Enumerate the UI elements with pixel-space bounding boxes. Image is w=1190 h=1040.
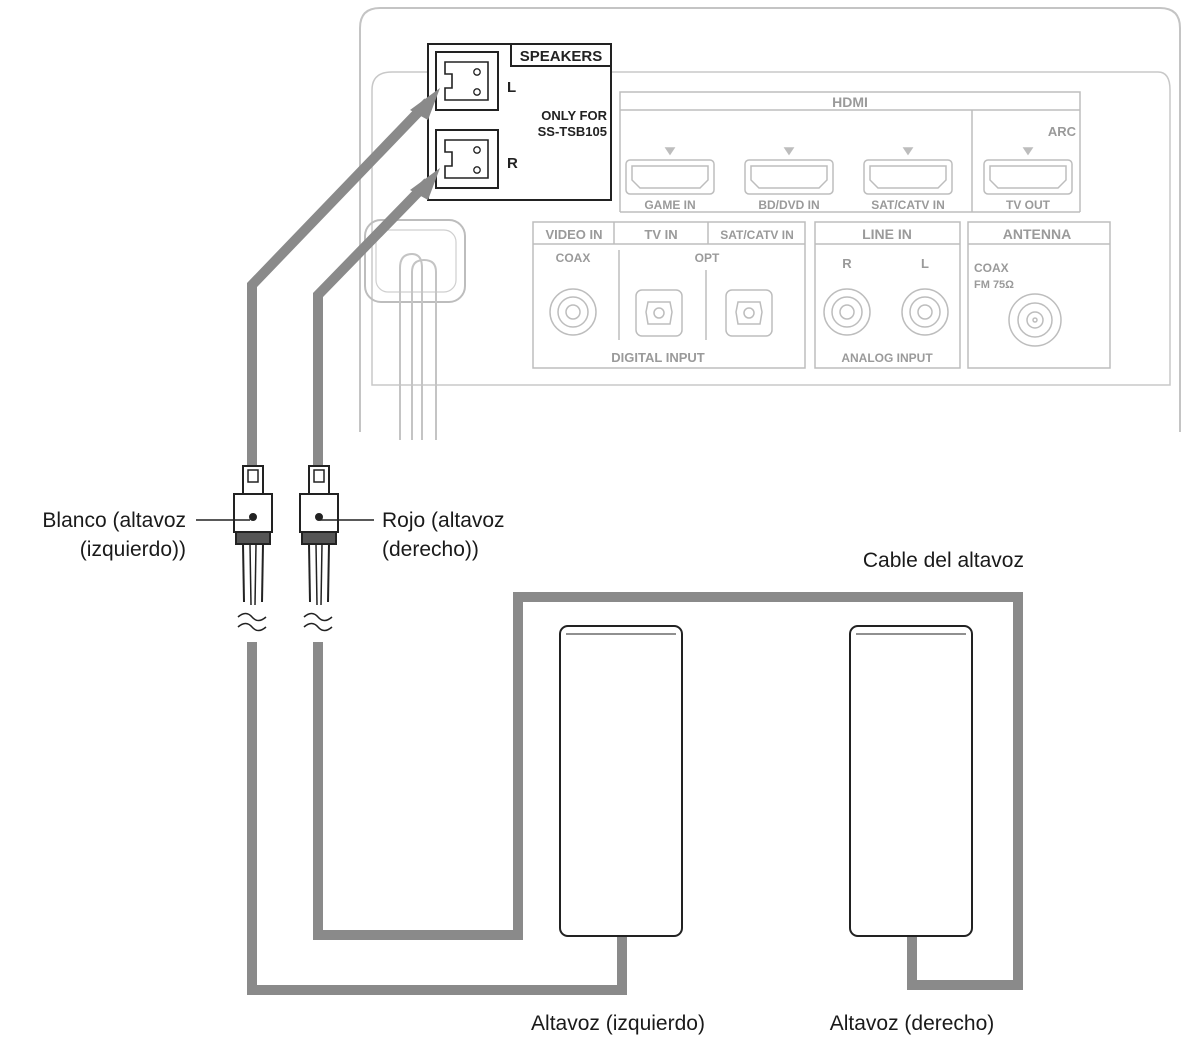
white-cable-label-line2: (izquierdo)) (80, 538, 186, 561)
sat-catv-in-label: SAT/CATV IN (720, 228, 794, 242)
hdmi-port-tv-out[interactable] (983, 147, 1073, 195)
fm-antenna-jack[interactable] (1008, 293, 1062, 347)
red-cable-label-line1: Rojo (altavoz (382, 509, 505, 532)
optical-sat-catv-jack[interactable] (725, 289, 773, 337)
terminal-right-label: R (507, 155, 518, 172)
red-cable-label-line2: (derecho)) (382, 538, 479, 561)
hdmi-label-tv-out: TV OUT (1006, 198, 1051, 212)
antenna-fm-label: FM 75Ω (974, 279, 1014, 291)
antenna-label: ANTENNA (1003, 226, 1071, 242)
terminal-left-jack[interactable] (435, 51, 499, 111)
hdmi-label-sat-catv-in: SAT/CATV IN (871, 198, 945, 212)
line-in-block (814, 221, 961, 369)
arc-label: ARC (1048, 124, 1077, 139)
hdmi-port-game-in[interactable] (625, 147, 715, 195)
speaker-cable-white (247, 98, 627, 995)
only-for-line2: SS-TSB105 (538, 124, 607, 139)
speaker-cable-label: Cable del altavoz (863, 549, 1024, 572)
line-in-label: LINE IN (862, 226, 912, 242)
speaker-left[interactable] (559, 625, 683, 937)
hdmi-port-bd-dvd-in[interactable] (744, 147, 834, 195)
speaker-right[interactable] (849, 625, 973, 937)
tv-in-label: TV IN (644, 227, 677, 242)
speakers-label: SPEAKERS (520, 48, 603, 65)
rear-panel (359, 7, 1181, 432)
digital-input-label: DIGITAL INPUT (611, 350, 704, 365)
antenna-block (967, 221, 1111, 369)
video-in-label: VIDEO IN (545, 227, 602, 242)
arrow-to-terminal-left (410, 88, 440, 120)
arrow-to-terminal-right (410, 168, 440, 200)
coax-video-jack[interactable] (549, 288, 597, 336)
red-plug-connector (299, 465, 339, 632)
optical-tv-in-jack[interactable] (635, 289, 683, 337)
hdmi-label-game-in: GAME IN (644, 198, 695, 212)
hdmi-label: HDMI (832, 94, 868, 110)
hdmi-block (619, 91, 1081, 213)
speaker-cable-red (313, 178, 1023, 990)
white-plug-connector (233, 465, 273, 632)
speaker-left-label: Altavoz (izquierdo) (531, 1012, 705, 1035)
analog-l-jack[interactable] (901, 288, 949, 336)
opt-label: OPT (695, 251, 720, 265)
analog-input-label: ANALOG INPUT (841, 351, 933, 365)
hdmi-port-sat-catv-in[interactable] (863, 147, 953, 195)
speaker-terminal-block: SPEAKERS L R ONLY FOR SS-TSB105 (427, 43, 612, 201)
coax-label: COAX (556, 251, 591, 265)
digital-input-block (532, 221, 806, 369)
only-for-line1: ONLY FOR (541, 108, 607, 123)
panel-cable-bundle (399, 252, 437, 440)
speaker-right-label: Altavoz (derecho) (830, 1012, 995, 1035)
hdmi-label-bd-dvd-in: BD/DVD IN (758, 198, 819, 212)
white-cable-label-line1: Blanco (altavoz (42, 509, 186, 532)
antenna-coax-label: COAX (974, 261, 1009, 275)
terminal-left-label: L (507, 79, 516, 96)
line-r-label: R (842, 256, 852, 271)
analog-r-jack[interactable] (823, 288, 871, 336)
terminal-right-jack[interactable] (435, 129, 499, 189)
line-l-label: L (921, 256, 929, 271)
